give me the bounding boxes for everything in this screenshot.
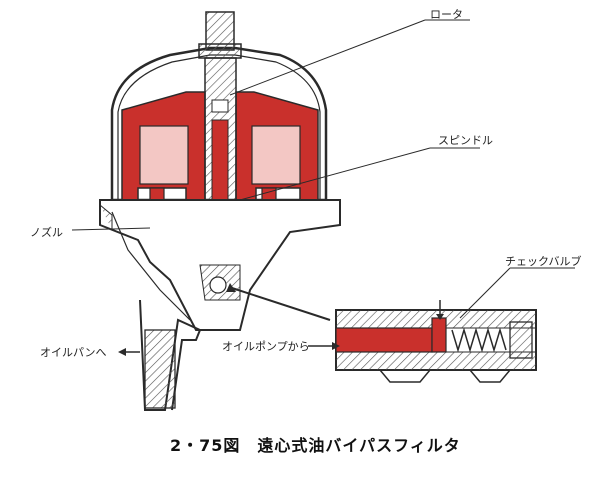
label-spindle: スピンドル	[438, 134, 493, 147]
leader-nozzle	[71, 227, 151, 231]
label-to-oil-pan: オイルパンへ	[40, 346, 107, 359]
figure-caption: 2・75図 遠心式油バイパスフィルタ	[170, 436, 461, 455]
drain-pipe	[139, 299, 202, 411]
label-from-oil-pump: オイルポンプから	[222, 340, 310, 353]
check-valve-assembly	[335, 300, 537, 383]
leader-spindle	[239, 147, 431, 201]
leader-rotor	[229, 19, 426, 96]
leader-check-valve	[459, 267, 511, 319]
label-nozzle: ノズル	[30, 226, 63, 239]
label-check-valve: チェックバルブ	[505, 255, 582, 268]
label-rotor: ロータ	[430, 8, 463, 21]
